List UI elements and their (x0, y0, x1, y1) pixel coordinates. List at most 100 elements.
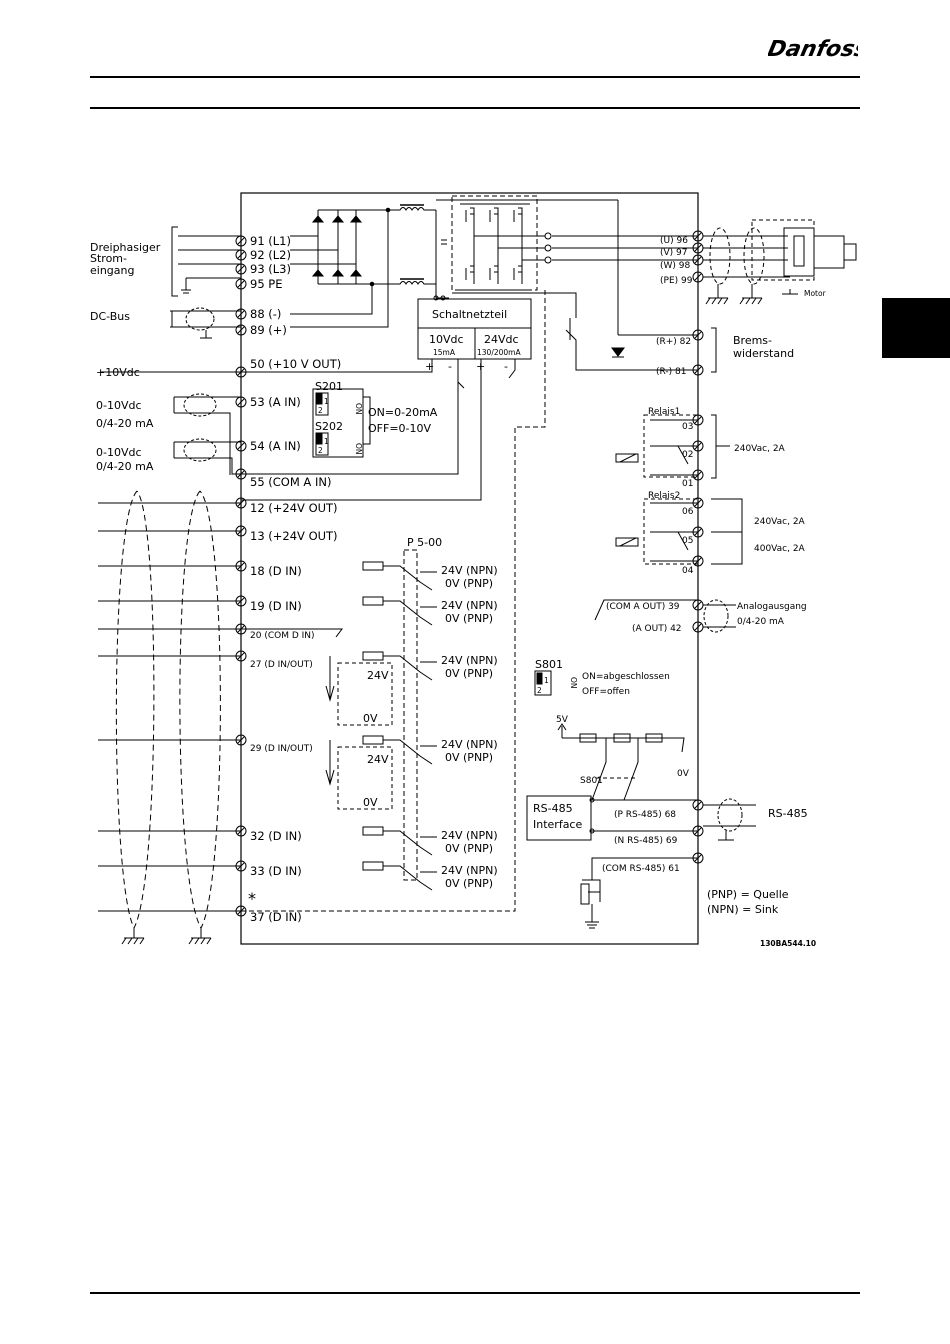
terminal-39: (COM A OUT) 39 (606, 602, 680, 612)
p500-npn-29: 24V (NPN) (441, 738, 498, 751)
s801-on: ON (569, 677, 578, 689)
label-ain1-2: 0/4-20 mA (96, 417, 154, 430)
s801-pos2: 2 (537, 686, 542, 695)
relay1-rating: 240Vac, 2A (734, 444, 786, 454)
label-0v: 0V (677, 769, 690, 779)
label-relay2: Relais2 (648, 491, 680, 501)
label-motor: Motor (804, 289, 827, 298)
terminal-53: 53 (A IN) (250, 395, 301, 409)
label-ain1-1: 0-10Vdc (96, 399, 142, 412)
relay-03: 03 (682, 422, 693, 432)
p500-npn-33: 24V (NPN) (441, 864, 498, 877)
figure-id: 130BA544.10 (760, 939, 816, 948)
terminal-81: (R-) 81 (656, 367, 686, 377)
s801-switch-block (526, 670, 756, 929)
terminal-93: 93 (L3) (250, 262, 291, 276)
psu-minus-24: - (504, 360, 508, 373)
psu-24v: 24Vdc (484, 333, 519, 346)
terminal-50: 50 (+10 V OUT) (250, 357, 341, 371)
label-mains-3: eingang (90, 264, 134, 277)
terminal-29: 29 (D IN/OUT) (250, 744, 313, 754)
s202-pos2: 2 (318, 446, 323, 455)
terminal-97: (V) 97 (660, 248, 688, 258)
p500-pnp-32: 0V (PNP) (445, 842, 493, 855)
inverter-bridge (451, 195, 552, 291)
legend-pnp: (PNP) = Quelle (707, 888, 789, 901)
psu-plus-10: + (425, 360, 434, 373)
label-brake-2: widerstand (733, 347, 794, 360)
power-supply-box (241, 290, 546, 912)
label-s201: S201 (315, 380, 343, 393)
relay-06: 06 (682, 507, 694, 517)
p500-pnp-19: 0V (PNP) (445, 612, 493, 625)
s201-on: ON (354, 403, 363, 415)
dc-bus-wiring (170, 307, 241, 339)
terminal-89: 89 (+) (250, 323, 287, 337)
legend-npn: (NPN) = Sink (707, 903, 779, 916)
terminal-37-star: * (248, 889, 256, 908)
label-analog-on: ON=0-20mA (368, 406, 438, 419)
analog-switch-block (312, 388, 371, 458)
p500-pnp-18: 0V (PNP) (445, 577, 493, 590)
label-rs485-out: RS-485 (768, 807, 808, 820)
label-aout-2: 0/4-20 mA (737, 617, 785, 627)
label-plus10: +10Vdc (96, 366, 140, 379)
mains-bracket (171, 226, 178, 297)
terminal-54: 54 (A IN) (250, 439, 301, 453)
label-s801: S801 (535, 658, 563, 671)
dc-link-chokes (392, 204, 449, 301)
label-dc-bus: DC-Bus (90, 310, 130, 323)
terminal-13: 13 (+24V OUT) (250, 529, 338, 543)
terminal-27: 27 (D IN/OUT) (250, 660, 313, 670)
s202-on: ON (354, 443, 363, 455)
terminal-91: 91 (L1) (250, 234, 291, 248)
terminal-18: 18 (D IN) (250, 564, 302, 578)
label-aout-1: Analogausgang (737, 602, 807, 612)
relay2-rating-b: 400Vac, 2A (754, 544, 806, 554)
brake-bracket (711, 327, 717, 373)
rs485-box-2: Interface (533, 818, 582, 831)
psu-plus-24: + (476, 360, 485, 373)
local-24v-27: 24V (367, 669, 389, 682)
terminal-32: 32 (D IN) (250, 829, 302, 843)
terminal-95: 95 PE (250, 277, 283, 291)
terminal-82: (R+) 82 (656, 337, 691, 347)
s202-pos1: 1 (324, 437, 329, 446)
footer-rule (90, 1292, 860, 1294)
digital-input-lines (98, 502, 241, 912)
brand-text: Danfoss (768, 36, 858, 62)
s201-pos1: 1 (324, 397, 329, 406)
s801-pos1: 1 (544, 676, 549, 685)
terminal-68: (P RS-485) 68 (614, 810, 676, 820)
terminal-19: 19 (D IN) (250, 599, 302, 613)
label-mains-1: Dreiphasiger (90, 241, 161, 254)
dc-rails (436, 199, 698, 371)
label-s801-contact: S801 (580, 776, 603, 786)
p500-npn-27: 24V (NPN) (441, 654, 498, 667)
p500-pnp-29: 0V (PNP) (445, 751, 493, 764)
drive-enclosure (240, 192, 699, 945)
label-mains-2: Strom- (90, 252, 127, 265)
rs485-box-1: RS-485 (533, 802, 573, 815)
analog-input-wiring (173, 393, 241, 475)
relay2-rating-a: 240Vac, 2A (754, 517, 806, 527)
rectifier-bridge (290, 207, 392, 328)
p500-npn-18: 24V (NPN) (441, 564, 498, 577)
label-s202: S202 (315, 420, 343, 433)
label-relay1: Relais1 (648, 407, 680, 417)
label-analog-off: OFF=0-10V (368, 422, 431, 435)
terminal-98: (W) 98 (660, 261, 691, 271)
terminal-55: 55 (COM A IN) (250, 475, 331, 489)
analog-output-wiring (594, 599, 736, 633)
relay1-contacts (615, 414, 730, 479)
label-p500: P 5-00 (407, 536, 442, 549)
relay-01: 01 (682, 479, 693, 489)
label-brake-1: Brems- (733, 334, 772, 347)
label-ain2-2: 0/4-20 mA (96, 460, 154, 473)
digital-input-circuits (241, 561, 437, 891)
local-24v-29: 24V (367, 753, 389, 766)
local-0v-27: 0V (363, 712, 378, 725)
p500-npn-32: 24V (NPN) (441, 829, 498, 842)
mains-wires (178, 235, 241, 294)
